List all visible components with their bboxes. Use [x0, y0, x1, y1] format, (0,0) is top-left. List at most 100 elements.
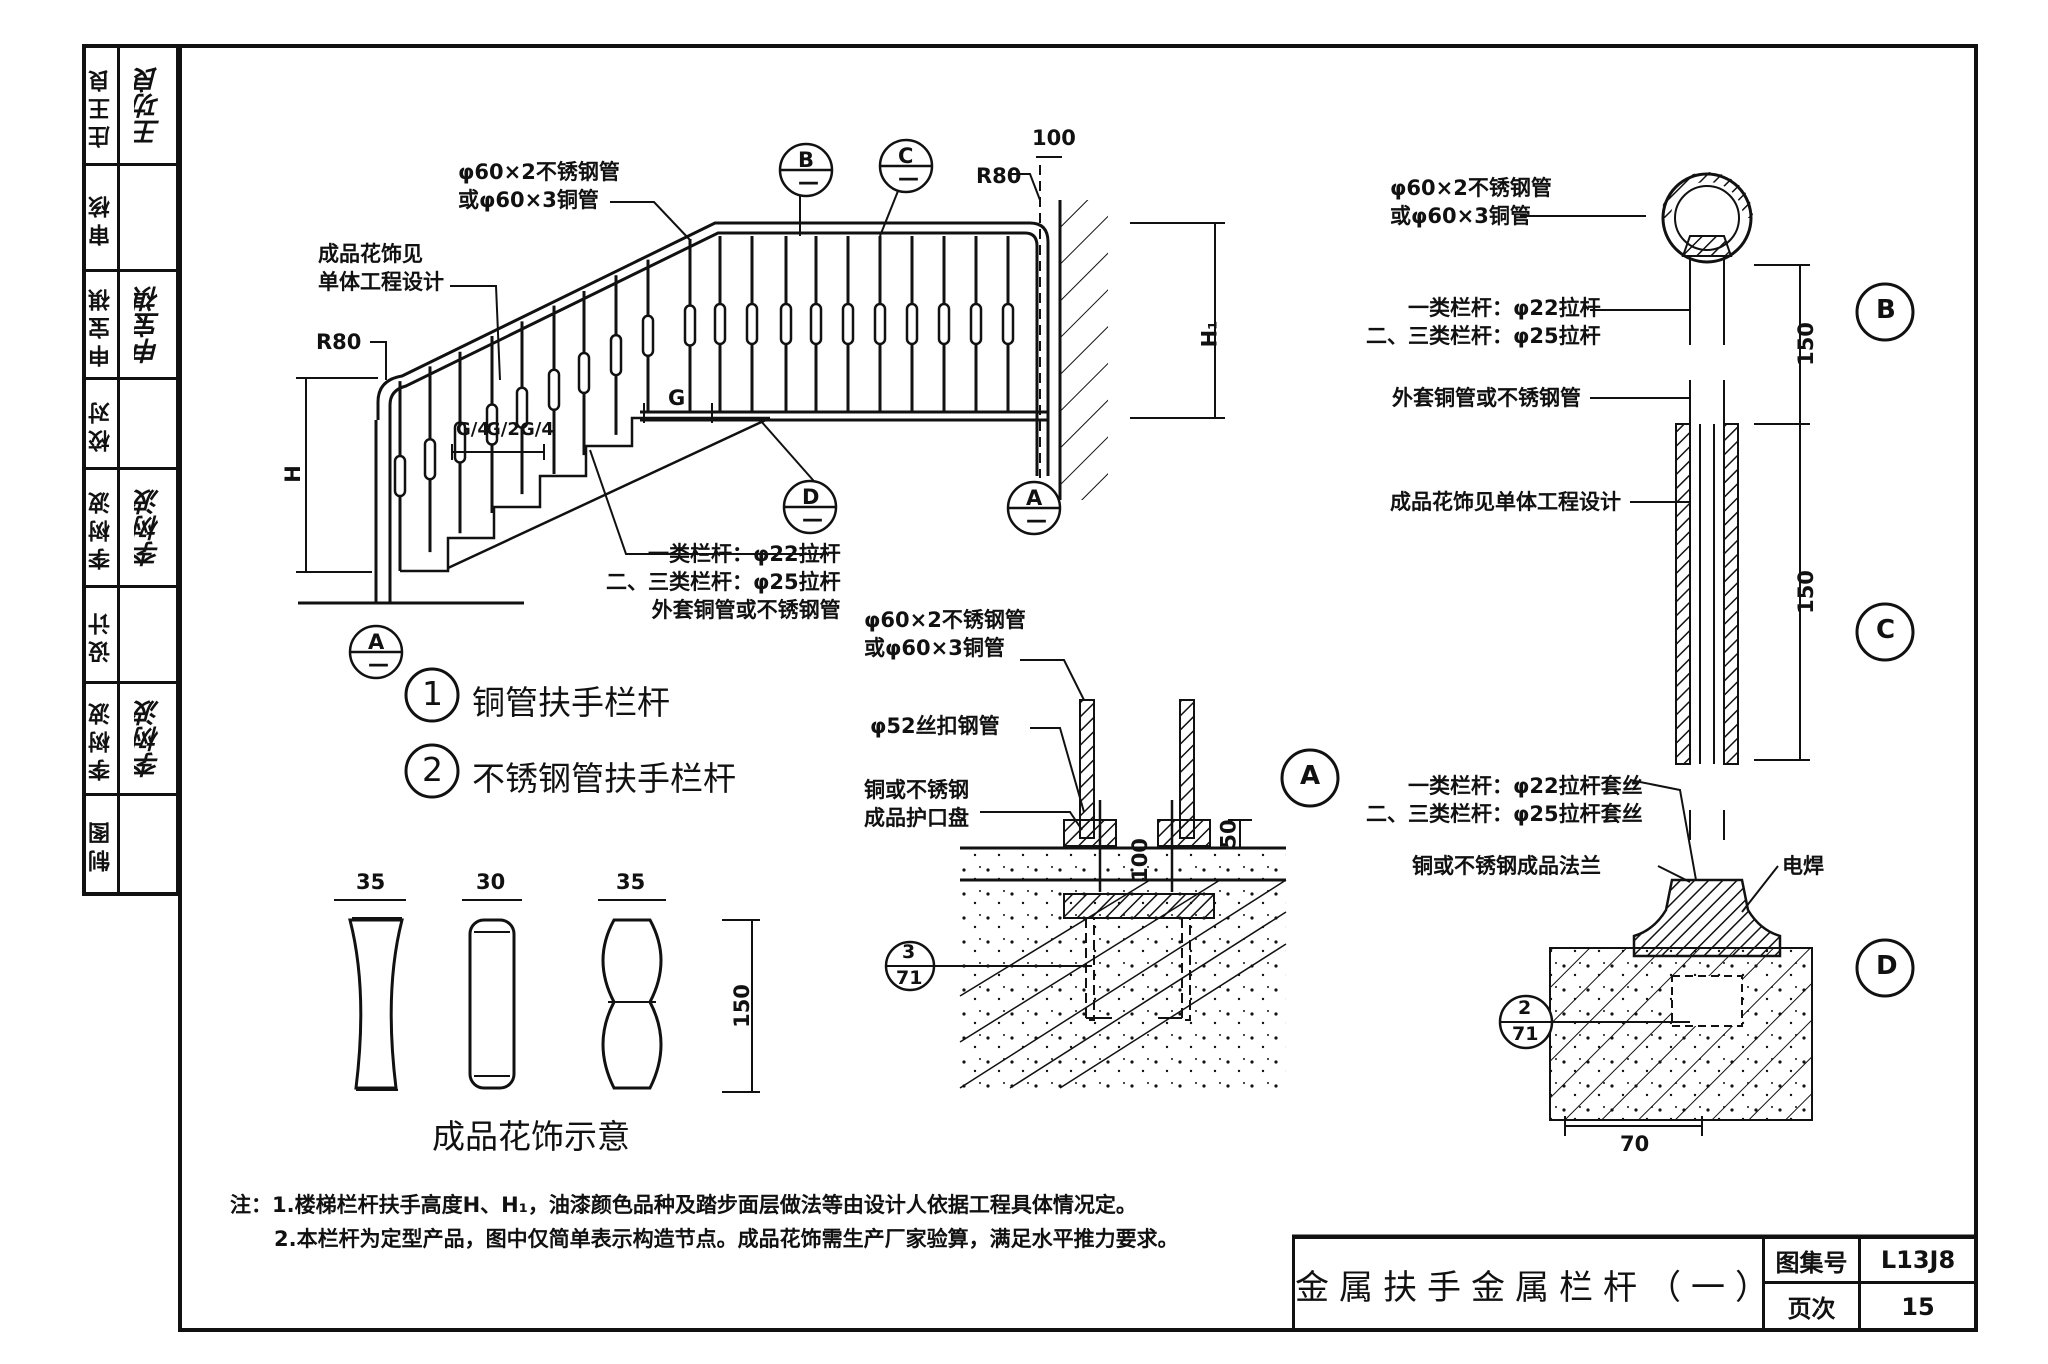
- detail-rod-spec: 一类栏杆：φ22拉杆 二、三类栏杆：φ25拉杆: [1366, 296, 1601, 348]
- callout-circles: [348, 138, 1062, 680]
- dimension-50: 50: [1216, 819, 1241, 849]
- dimension-lines: [296, 156, 1225, 573]
- rod-note: 一类栏杆：φ22拉杆 二、三类栏杆：φ25拉杆 外套铜管或不锈钢管: [606, 542, 841, 622]
- dimension-150-top: 150: [1793, 322, 1818, 366]
- note-line-1: 注：1.楼梯栏杆扶手高度H、H₁，油漆颜色品种及踏步面层做法等由设计人依据工程具…: [230, 1193, 1137, 1217]
- legend-circles: [404, 667, 460, 799]
- detail-a-pipe-spec: φ60×2不锈钢管 或φ60×3铜管: [864, 608, 1026, 660]
- ornament-width-3: 35: [616, 870, 646, 894]
- notes: 注：1.楼梯栏杆扶手高度H、H₁，油漆颜色品种及踏步面层做法等由设计人依据工程具…: [230, 1188, 1179, 1256]
- callout-dash: —: [798, 170, 819, 194]
- callout-dash: —: [898, 166, 919, 190]
- detail-a-tag: A: [1300, 761, 1321, 791]
- sidebar-row: 设计: [86, 588, 176, 684]
- detail-weld: 电焊: [1782, 854, 1824, 878]
- legend-text-2: 不锈钢管扶手栏杆: [472, 759, 736, 798]
- callout-dash: —: [368, 652, 389, 676]
- note-line-2: 2.本栏杆为定型产品，图中仅简单表示构造节点。成品花饰需生产厂家验算，满足水平推…: [274, 1227, 1179, 1251]
- page-value: 15: [1901, 1292, 1935, 1321]
- ornament-width-1: 35: [356, 870, 386, 894]
- detail-thread-spec: 一类栏杆：φ22拉杆套丝 二、三类栏杆：φ25拉杆套丝: [1366, 774, 1643, 826]
- sheet-frame: [178, 44, 1978, 1332]
- ornament: [641, 314, 655, 358]
- ornament: [423, 438, 437, 481]
- legend-number-1: 1: [422, 674, 443, 713]
- balusters: [393, 236, 1015, 571]
- detail-tag-d: D: [1876, 951, 1898, 981]
- ornament: [713, 302, 727, 346]
- ornament-shapes: [334, 899, 760, 1093]
- detail-ornament: 成品花饰见单体工程设计: [1390, 490, 1621, 514]
- dimension-g2: G/2: [486, 419, 520, 440]
- callout-b: B: [798, 148, 815, 172]
- legend-number-2: 2: [422, 750, 443, 789]
- ornament: [1001, 302, 1015, 346]
- detail-a-inner-pipe: φ52丝扣钢管: [870, 714, 1000, 738]
- dimension-150-bottom: 150: [1793, 570, 1818, 614]
- ornament: [905, 302, 919, 346]
- sidebar-row: 校对: [86, 380, 176, 470]
- atlas-value: L13J8: [1861, 1239, 1975, 1284]
- sidebar-row: 李树波 李树波: [86, 470, 176, 588]
- callout-a: A: [368, 630, 385, 654]
- ornament: [841, 302, 855, 346]
- ornament: [609, 333, 623, 377]
- dimension-g4: G/4: [520, 419, 554, 440]
- ref-number-top: 3: [902, 941, 916, 963]
- callout-c: C: [898, 144, 914, 168]
- ornament: [779, 302, 793, 346]
- atlas-label: 图集号: [1765, 1239, 1861, 1284]
- sidebar-row: 制图: [86, 796, 176, 892]
- detail-a: [884, 659, 1340, 1089]
- ornament: [393, 454, 407, 498]
- detail-flange: 铜或不锈钢成品法兰: [1412, 854, 1601, 878]
- ornament: [937, 302, 951, 346]
- drawing-title: 金属扶手金属栏杆（一）: [1295, 1239, 1769, 1329]
- detail-tag-b: B: [1876, 295, 1896, 325]
- ornament-width-2: 30: [476, 870, 506, 894]
- dimension-g4: G/4: [456, 419, 490, 440]
- callout-dash: —: [1026, 508, 1047, 532]
- dimension-h1: H₁: [1197, 320, 1222, 348]
- ornament: [515, 386, 529, 429]
- ornament-note: 成品花饰见 单体工程设计: [318, 242, 444, 294]
- callout-dash: —: [802, 507, 823, 531]
- callout-a: A: [1026, 486, 1043, 510]
- ornament: [485, 403, 499, 446]
- ornament: [547, 368, 561, 412]
- ornament-height: 150: [729, 984, 754, 1028]
- ref-number-bottom: 71: [1512, 1023, 1539, 1045]
- callout-d: D: [802, 485, 820, 509]
- sidebar-row: 申宝祺 申宝祺: [86, 272, 176, 380]
- ref-number-top: 2: [1518, 997, 1532, 1019]
- ornament: [809, 302, 823, 346]
- dimension-g: G: [668, 386, 686, 410]
- detail-a-cover: 铜或不锈钢 成品护口盘: [864, 778, 969, 830]
- ornament: [745, 302, 759, 346]
- dimension-100: 100: [1127, 838, 1152, 882]
- ornament: [577, 351, 591, 395]
- ref-number-bottom: 71: [896, 967, 923, 989]
- radius-label-right: R80: [976, 164, 1022, 188]
- detail-tag-c: C: [1876, 615, 1896, 645]
- radius-label-left: R80: [316, 330, 362, 354]
- ornament: [969, 302, 983, 346]
- sidebar-row: 李树波 李树波: [86, 684, 176, 796]
- detail-sleeve: 外套铜管或不锈钢管: [1392, 386, 1581, 410]
- page-label: 页次: [1765, 1284, 1861, 1329]
- handrail-pipe-spec: φ60×2不锈钢管 或φ60×3铜管: [458, 160, 620, 212]
- title-block: 金属扶手金属栏杆（一） 图集号 L13J8 页次 15: [1292, 1236, 1975, 1329]
- detail-bcd: [1498, 172, 1915, 1136]
- ornament: [683, 304, 697, 347]
- sidebar-row: 庄王良 王功良: [86, 48, 176, 166]
- ornament: [873, 302, 887, 346]
- dimension-100: 100: [1032, 126, 1076, 150]
- dimension-70: 70: [1620, 1132, 1650, 1156]
- ornament-caption: 成品花饰示意: [432, 1117, 630, 1156]
- legend-text-1: 铜管扶手栏杆: [472, 683, 670, 722]
- sidebar-row: 审核: [86, 166, 176, 272]
- detail-pipe-spec: φ60×2不锈钢管 或φ60×3铜管: [1390, 176, 1552, 228]
- dimension-h: H: [280, 465, 305, 483]
